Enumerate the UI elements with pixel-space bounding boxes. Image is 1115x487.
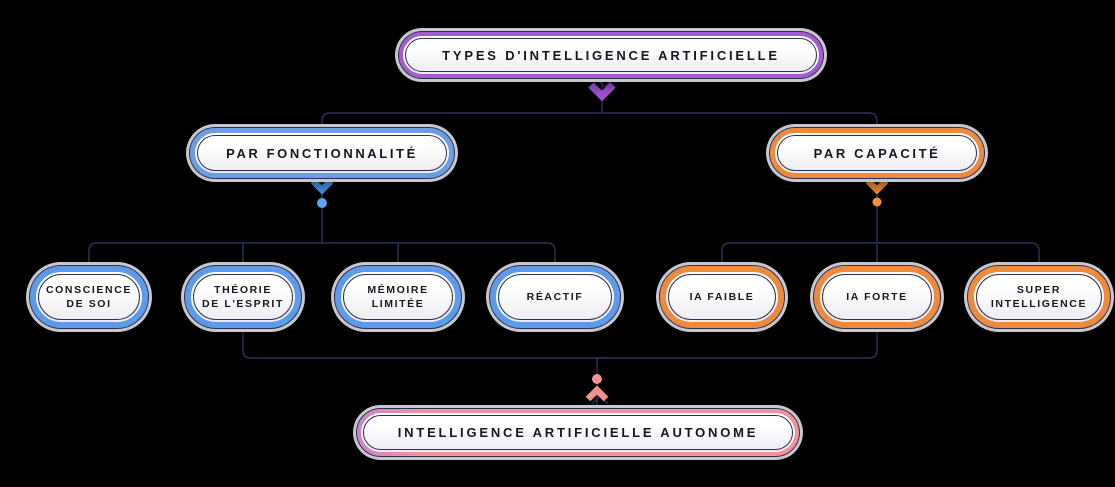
node-leaf-theorie-de-l-esprit: THÉORIE DE L'ESPRIT xyxy=(185,266,301,328)
result-node-fill xyxy=(361,413,795,452)
node-label-line: LIMITÉE xyxy=(371,298,425,310)
node-leaf-reactif: RÉACTIF xyxy=(490,266,620,328)
node-label-line: IA FORTE xyxy=(846,290,908,303)
node-root-types-ia: TYPES D'INTELLIGENCE ARTIFICIELLE xyxy=(399,32,823,78)
node-label-line: RÉACTIF xyxy=(526,290,584,303)
node-label-line: THÉORIE xyxy=(214,283,272,296)
connector-dot-salmon xyxy=(592,374,602,384)
chevron-down-purple-icon xyxy=(588,77,616,102)
chevron-up-salmon-icon xyxy=(585,385,609,405)
node-branch-par-capacite: PAR CAPACITÉ xyxy=(770,128,984,178)
node-label-line: IA FAIBLE xyxy=(689,290,755,303)
node-leaf-conscience-de-soi: CONSCIENCE DE SOI xyxy=(30,266,148,328)
node-label-line: MÉMOIRE xyxy=(367,283,429,296)
node-branch-par-fonctionnalite: PAR FONCTIONNALITÉ xyxy=(190,128,454,178)
node-label: PAR CAPACITÉ xyxy=(813,145,941,161)
node-label: INTELLIGENCE ARTIFICIELLE AUTONOME xyxy=(397,425,759,440)
node-label-line: INTELLIGENCE xyxy=(990,298,1088,310)
node-result-ia-autonome: INTELLIGENCE ARTIFICIELLE AUTONOME xyxy=(357,409,799,456)
connector-dot-blue xyxy=(317,198,327,208)
node-leaf-memoire-limitee: MÉMOIRE LIMITÉE xyxy=(335,266,461,328)
connector-branch-rail xyxy=(321,112,878,129)
node-label: TYPES D'INTELLIGENCE ARTIFICIELLE xyxy=(442,47,780,63)
node-leaf-ia-forte: IA FORTE xyxy=(814,266,940,328)
node-label-line: DE SOI xyxy=(66,298,112,310)
node-label: PAR FONCTIONNALITÉ xyxy=(226,145,418,161)
connector-result-rail xyxy=(242,328,878,359)
node-leaf-ia-faible: IA FAIBLE xyxy=(660,266,784,328)
node-label-line: SUPER xyxy=(1016,283,1062,296)
connector-blue-rail xyxy=(88,242,556,266)
node-label-line: DE L'ESPRIT xyxy=(202,298,284,310)
connector-dot-orange xyxy=(872,197,882,207)
node-label-line: CONSCIENCE xyxy=(45,283,132,296)
node-leaf-super-intelligence: SUPER INTELLIGENCE xyxy=(968,266,1110,328)
connector-orange-rail xyxy=(721,242,1040,266)
